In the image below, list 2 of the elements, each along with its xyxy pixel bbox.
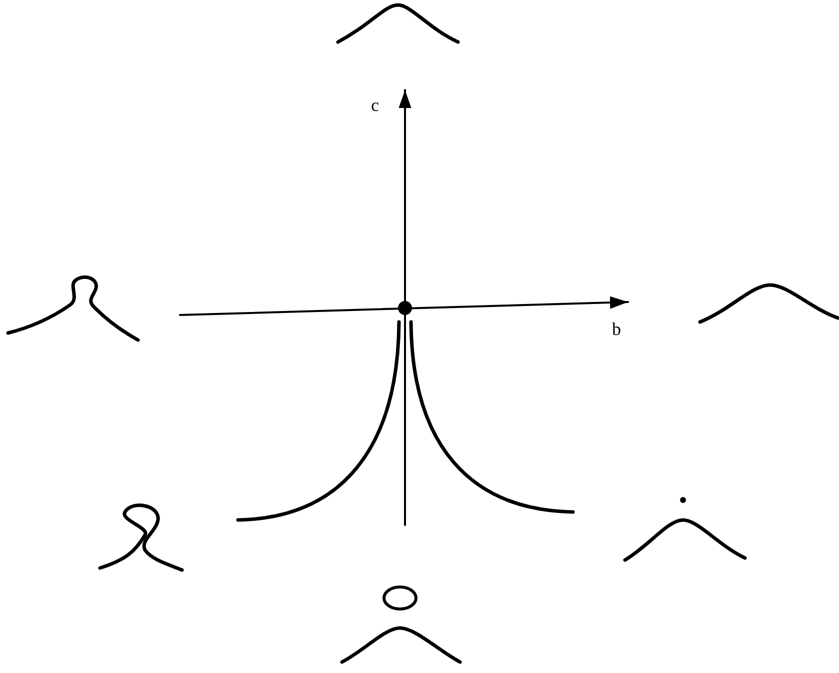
axis-label: c [371,96,379,114]
axis-label: b [612,320,621,338]
